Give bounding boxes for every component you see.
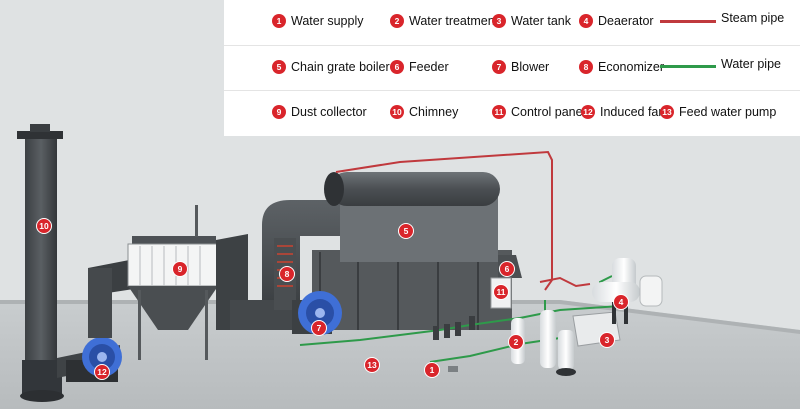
legend-item-water-treatment: 2 Water treatment — [390, 11, 498, 31]
marker-water-tank: 3 — [599, 332, 615, 348]
marker-control-panel: 11 — [493, 284, 509, 300]
marker-blower: 7 — [311, 320, 327, 336]
legend-item-economizer: 8 Economizer — [579, 57, 664, 77]
legend-badge: 3 — [492, 14, 506, 28]
legend-label: Feeder — [409, 60, 449, 74]
marker-economizer: 8 — [279, 266, 295, 282]
legend-badge: 4 — [579, 14, 593, 28]
marker-water-supply: 1 — [424, 362, 440, 378]
legend-label: Chain grate boiler — [291, 60, 390, 74]
legend-label: Induced fan — [600, 105, 666, 119]
legend-label: Blower — [511, 60, 550, 74]
legend-badge: 13 — [660, 105, 674, 119]
marker-feed-water-pump: 13 — [364, 357, 380, 373]
marker-induced-fan: 12 — [94, 364, 110, 380]
legend-item-chain-grate-boiler: 5 Chain grate boiler — [272, 57, 390, 77]
legend-badge: 12 — [581, 105, 595, 119]
legend-label: Water tank — [511, 14, 571, 28]
legend-label: Chimney — [409, 105, 459, 119]
legend-item-feed-water-pump: 13 Feed water pump — [660, 102, 776, 122]
legend-badge: 6 — [390, 60, 404, 74]
water-pipe-label: Water pipe — [721, 57, 781, 71]
legend-item-induced-fan: 12 Induced fan — [581, 102, 665, 122]
legend-row-3: 9 Dust collector 10 Chimney 11 Control p… — [224, 90, 800, 136]
legend-label: Water treatment — [409, 14, 499, 28]
legend-row-2: 5 Chain grate boiler 6 Feeder 7 Blower 8… — [224, 45, 800, 91]
marker-chimney: 10 — [36, 218, 52, 234]
legend-label: Economizer — [598, 60, 664, 74]
legend-label: Feed water pump — [679, 105, 777, 119]
legend-label: Water supply — [291, 14, 364, 28]
water-supply-fixture — [448, 366, 458, 372]
deaerator-unit — [592, 258, 663, 324]
water-pipe-swatch — [660, 65, 716, 68]
legend-item-dust-collector: 9 Dust collector — [272, 102, 367, 122]
feed-pump-group — [433, 316, 475, 340]
marker-water-treatment: 2 — [508, 334, 524, 350]
legend-badge: 2 — [390, 14, 404, 28]
legend-item-control-panel: 11 Control panel — [492, 102, 585, 122]
chain-grate-boiler-unit — [312, 172, 522, 330]
marker-feeder: 6 — [499, 261, 515, 277]
legend-badge: 9 — [272, 105, 286, 119]
legend-label: Control panel — [511, 105, 586, 119]
legend-badge: 11 — [492, 105, 506, 119]
steam-pipe-run — [335, 150, 553, 291]
legend-label: Deaerator — [598, 14, 654, 28]
legend-item-deaerator: 4 Deaerator — [579, 11, 654, 31]
legend-badge: 10 — [390, 105, 404, 119]
chimney-structure — [17, 124, 64, 402]
legend-badge: 5 — [272, 60, 286, 74]
marker-boiler: 5 — [398, 223, 414, 239]
legend-row-1: 1 Water supply 2 Water treatment 3 Water… — [224, 0, 800, 45]
steam-pipe-label: Steam pipe — [721, 11, 785, 25]
legend-badge: 7 — [492, 60, 506, 74]
steam-pipe-swatch — [660, 20, 716, 23]
legend-label: Dust collector — [291, 105, 367, 119]
legend-badge: 8 — [579, 60, 593, 74]
legend-item-blower: 7 Blower — [492, 57, 549, 77]
marker-deaerator: 4 — [613, 294, 629, 310]
legend-item-water-tank: 3 Water tank — [492, 11, 571, 31]
floor-edge — [0, 300, 800, 334]
legend-badge: 1 — [272, 14, 286, 28]
legend-item-chimney: 10 Chimney — [390, 102, 458, 122]
legend-item-feeder: 6 Feeder — [390, 57, 449, 77]
legend-panel: 1 Water supply 2 Water treatment 3 Water… — [224, 0, 800, 136]
marker-dust-collector: 9 — [172, 261, 188, 277]
legend-item-water-supply: 1 Water supply — [272, 11, 363, 31]
blower-unit — [292, 291, 342, 335]
